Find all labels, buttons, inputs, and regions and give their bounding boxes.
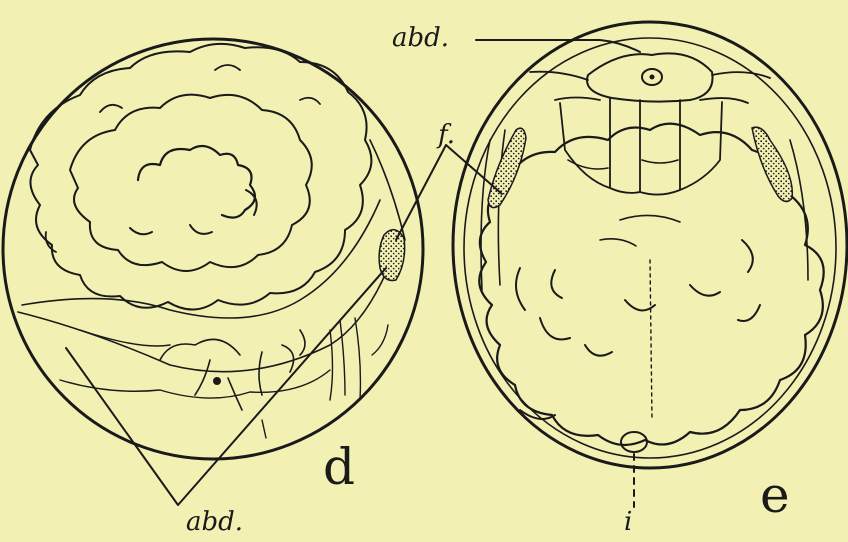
f-label: f.: [436, 120, 455, 150]
abd-bottom-label: abd.: [186, 507, 243, 537]
embryo-d-central-lobes: [138, 146, 255, 218]
embryo-e-f-structure-left: [488, 128, 526, 207]
embryo-d-dot: [213, 377, 221, 385]
e-label: e: [760, 466, 790, 524]
embryo-e-f-structure-right: [752, 127, 792, 201]
embryo-d: [3, 39, 423, 505]
embryo-d-inner-lobes: [70, 95, 312, 271]
i-label: i: [624, 507, 632, 537]
embryo-d-limb-detail: [160, 330, 305, 410]
embryo-e: [453, 22, 847, 507]
d-label: d: [323, 438, 355, 496]
embryo-e-outline: [453, 22, 847, 468]
abd-top-leader-line: [476, 40, 640, 52]
abd-top-label: abd.: [392, 23, 449, 53]
